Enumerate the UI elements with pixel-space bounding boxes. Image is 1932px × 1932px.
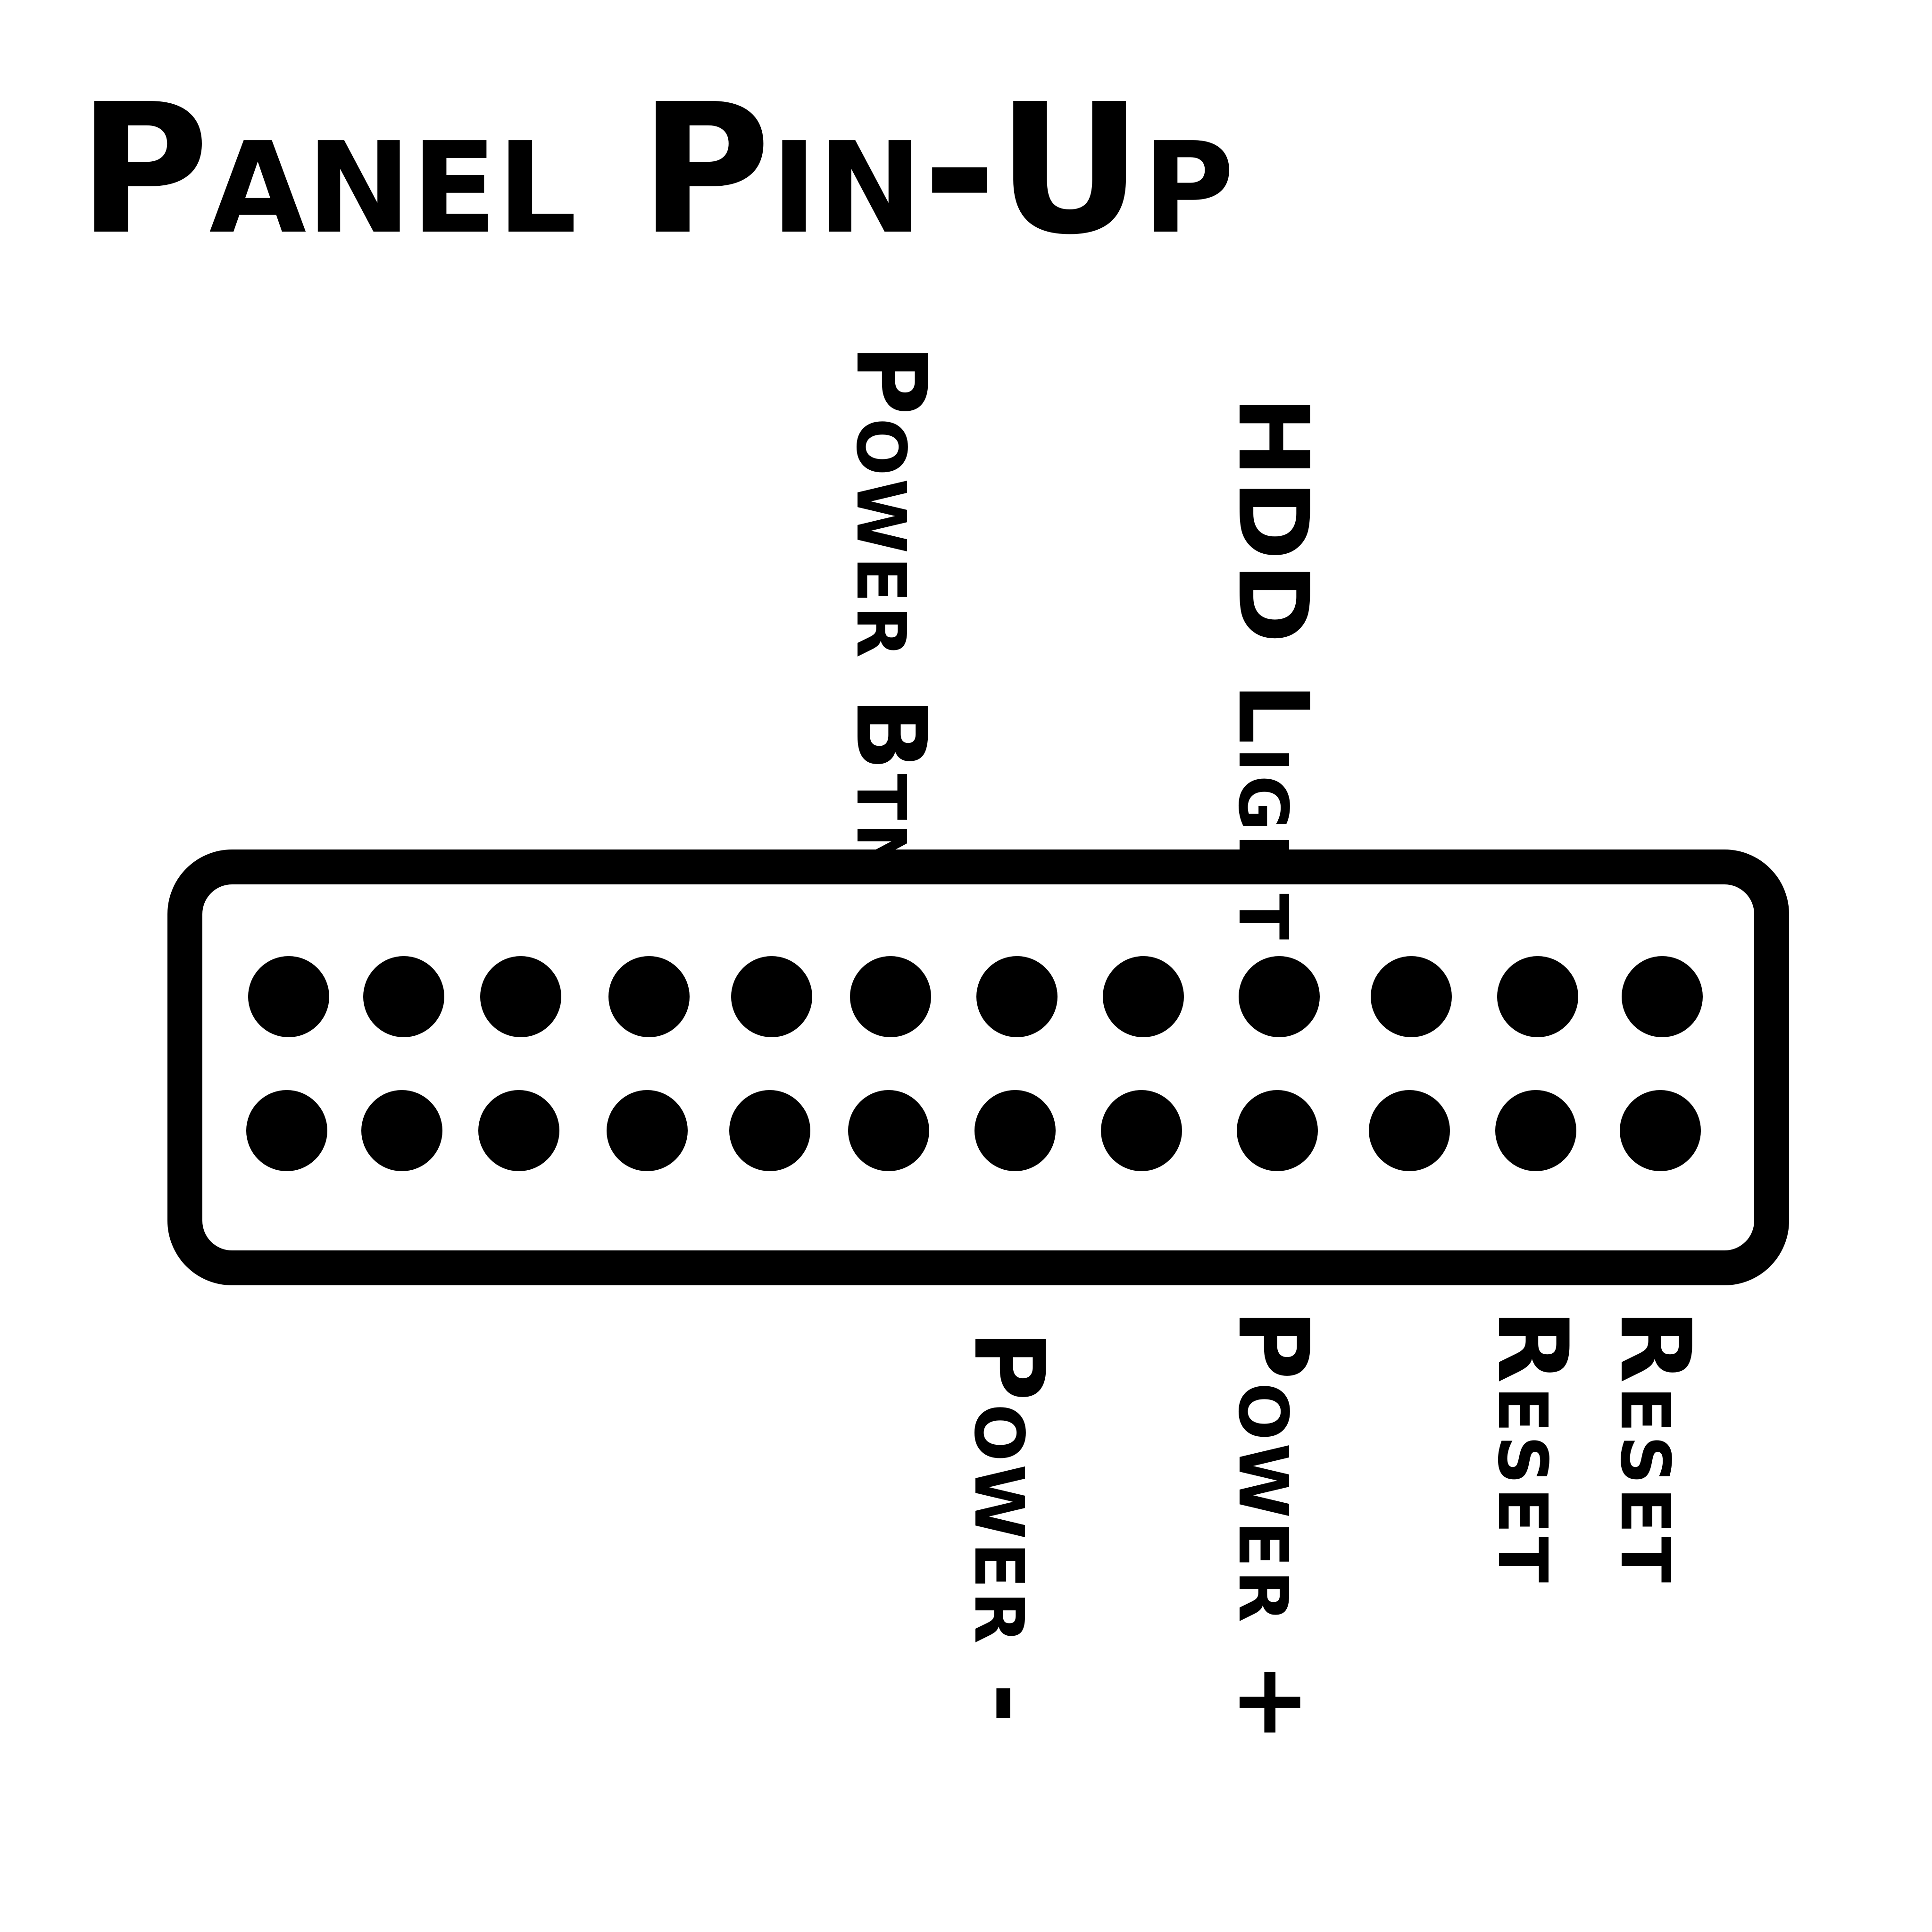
pin	[974, 1090, 1056, 1171]
pin	[1620, 1090, 1701, 1171]
pin	[1495, 1090, 1576, 1171]
pin	[976, 956, 1058, 1037]
pin-grid	[246, 956, 1703, 1171]
pin	[1369, 1090, 1450, 1171]
pin	[848, 1090, 929, 1171]
pin	[1101, 1090, 1182, 1171]
pin	[608, 956, 690, 1037]
pin	[363, 956, 444, 1037]
connector-housing	[167, 849, 1789, 1285]
pin	[246, 1090, 327, 1171]
pin	[850, 956, 931, 1037]
pin	[478, 1090, 559, 1171]
pin	[1371, 956, 1452, 1037]
page-title: Panel Pin-Up	[78, 65, 1234, 274]
pin	[1497, 956, 1578, 1037]
pin	[607, 1090, 688, 1171]
pin	[729, 1090, 810, 1171]
pin	[248, 956, 329, 1037]
pin	[1103, 956, 1184, 1037]
pin	[1239, 956, 1320, 1037]
pin	[1237, 1090, 1318, 1171]
pin	[1622, 956, 1703, 1037]
pin	[731, 956, 812, 1037]
pin	[361, 1090, 442, 1171]
pin	[480, 956, 561, 1037]
